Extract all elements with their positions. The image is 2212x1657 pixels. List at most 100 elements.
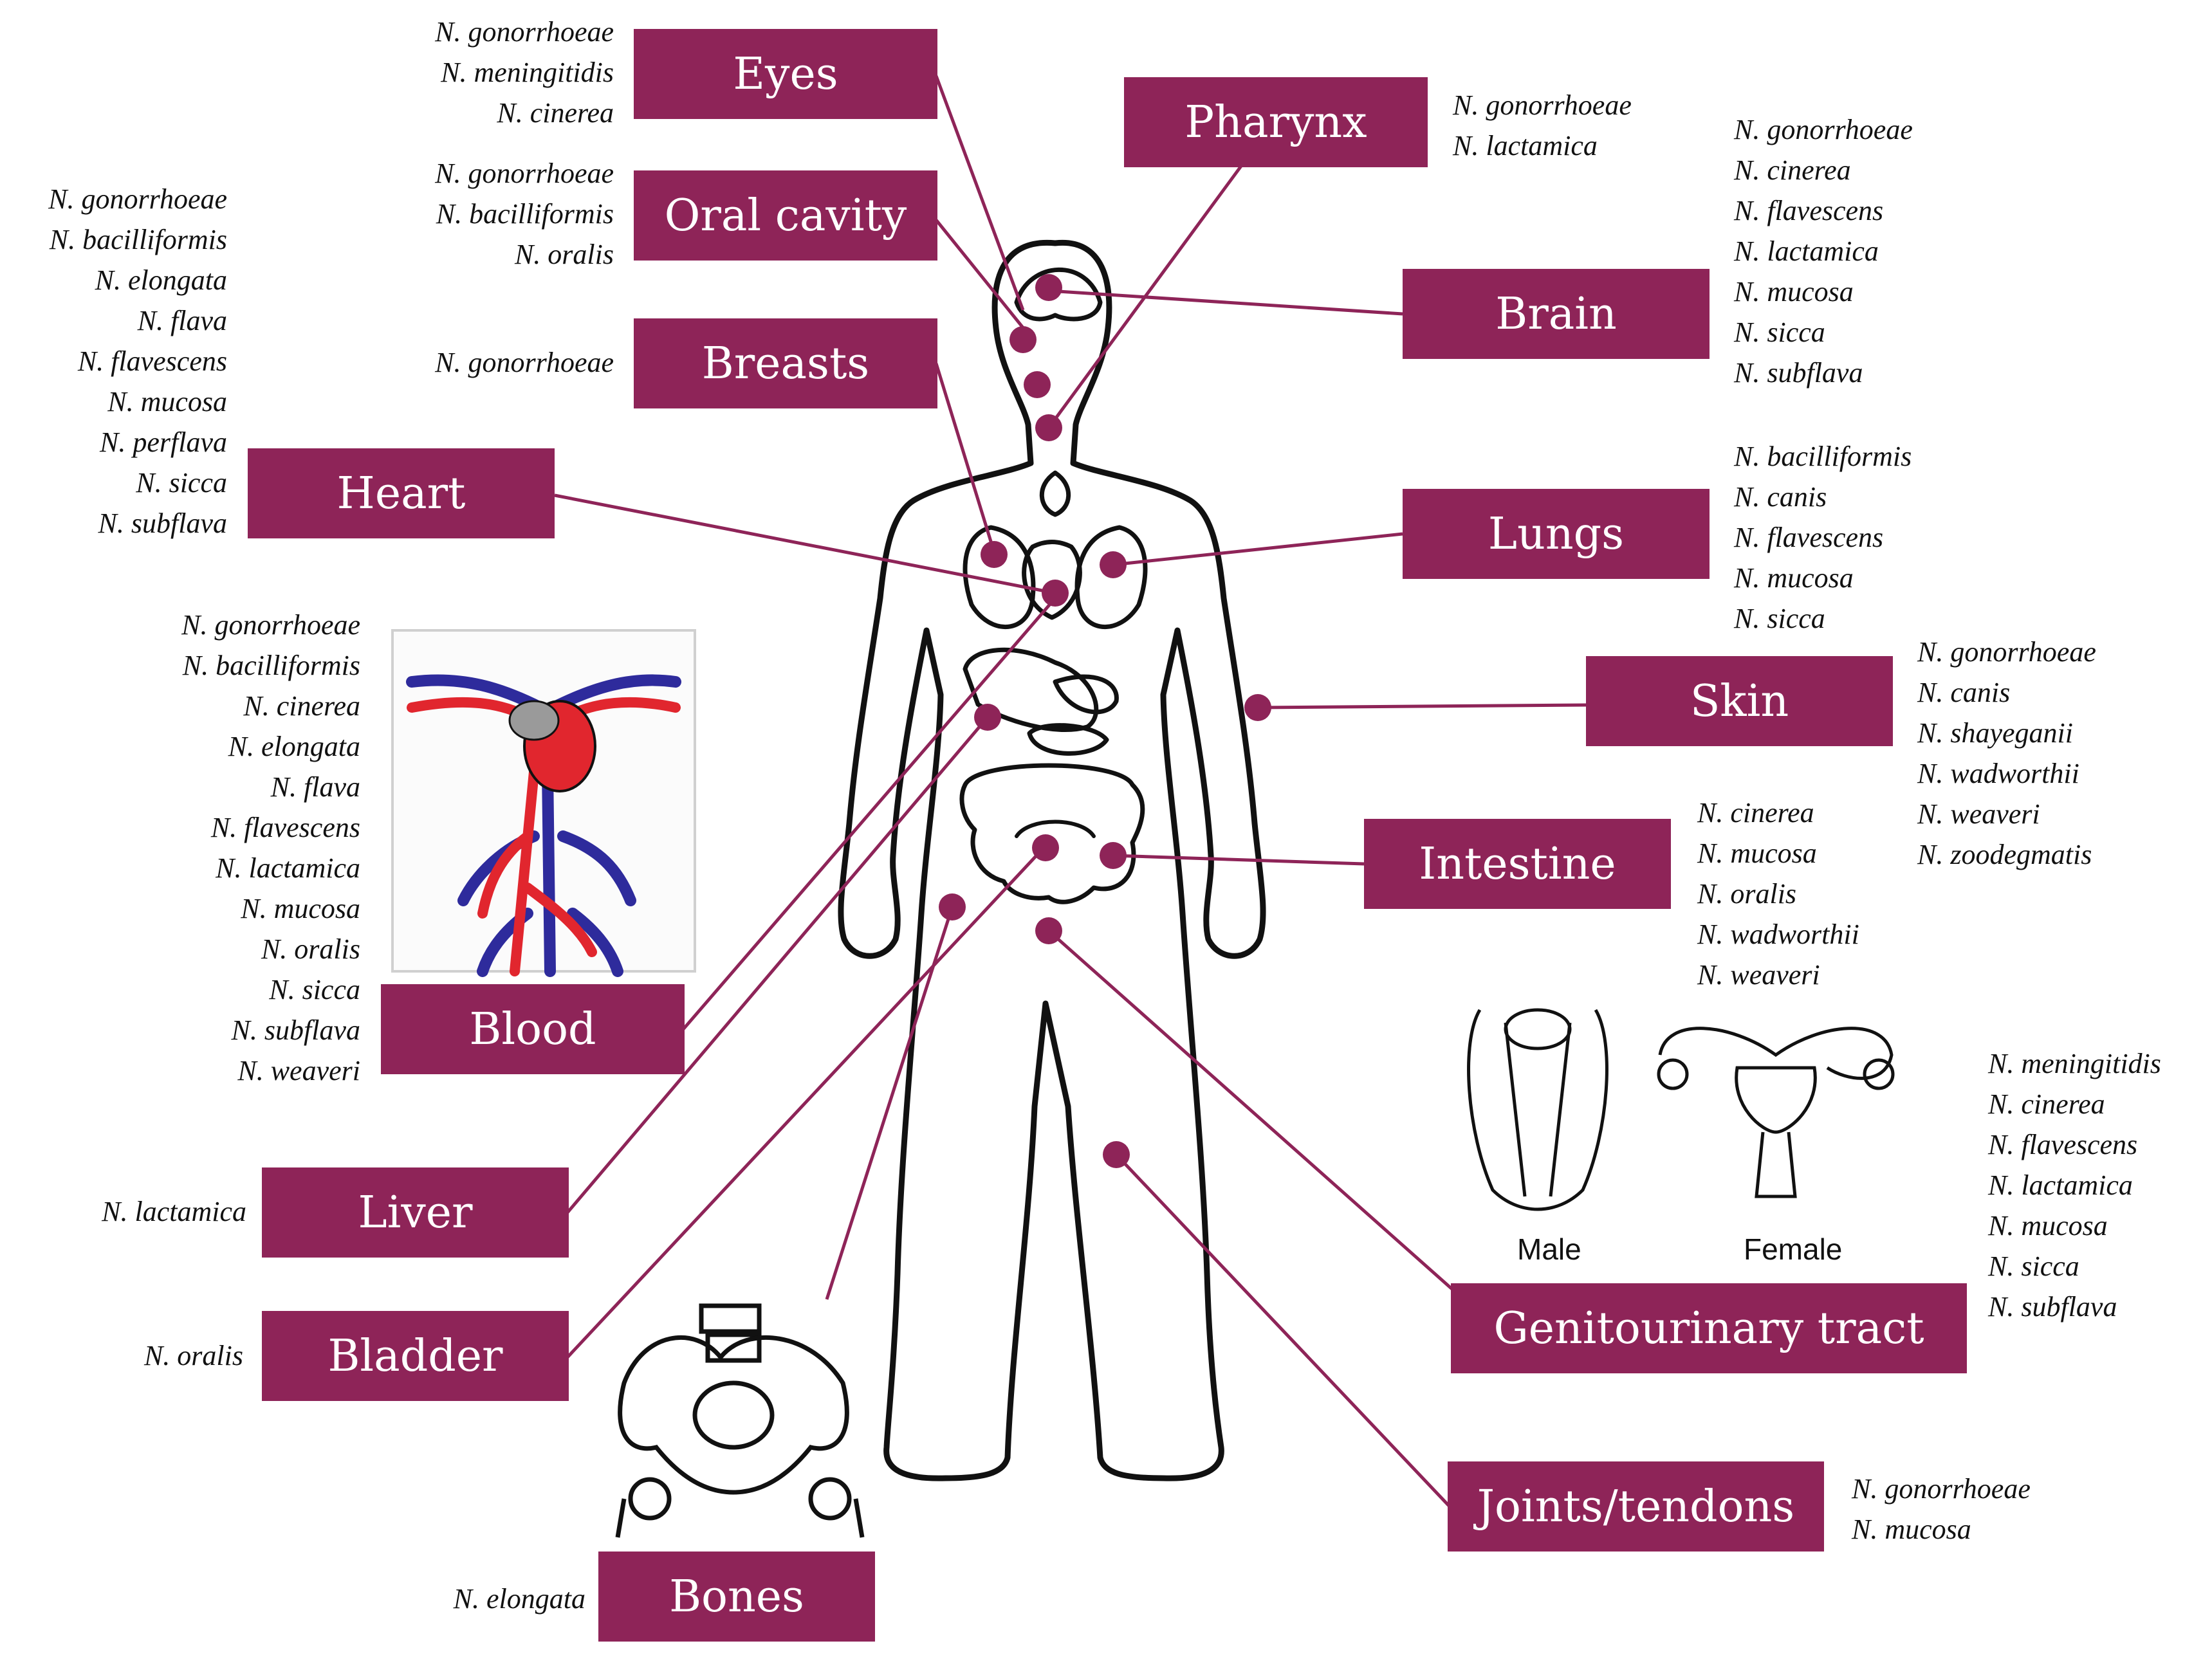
species-name: N. subflava xyxy=(1734,357,1863,389)
species-name: N. flavescens xyxy=(210,812,360,843)
species-name: N. weaveri xyxy=(1917,798,2040,830)
species-list-liver: N. lactamica xyxy=(102,1191,246,1232)
species-name: N. gonorrhoeae xyxy=(1453,89,1632,121)
species-name: N. gonorrhoeae xyxy=(435,347,614,378)
species-name: N. mucosa xyxy=(1988,1210,2108,1241)
species-name: N. lactamica xyxy=(216,852,360,884)
species-name: N. mucosa xyxy=(241,893,360,924)
species-name: N. zoodegmatis xyxy=(1917,839,2092,870)
species-name: N. gonorrhoeae xyxy=(48,183,227,215)
species-name: N. mucosa xyxy=(107,386,227,417)
species-name: N. bacilliformis xyxy=(436,198,614,230)
circulatory-illustration xyxy=(391,629,696,977)
species-name: N. wadworthii xyxy=(1697,919,1859,950)
species-list-genitourinary: N. meningitidis N. cinerea N. flavescens… xyxy=(1988,1043,2161,1327)
site-label-eyes: Eyes xyxy=(634,29,937,119)
site-label-breasts: Breasts xyxy=(634,318,937,408)
species-list-pharynx: N. gonorrhoeae N. lactamica xyxy=(1453,85,1632,166)
species-name: N. flavescens xyxy=(1988,1129,2138,1160)
species-list-oral-cavity: N. gonorrhoeae N. bacilliformis N. orali… xyxy=(435,153,614,275)
species-name: N. gonorrhoeae xyxy=(181,609,360,641)
site-label-joints-tendons: Joints/tendons xyxy=(1448,1461,1824,1552)
species-name: N. gonorrhoeae xyxy=(1734,114,1913,145)
species-name: N. elongata xyxy=(95,264,227,296)
species-name: N. wadworthii xyxy=(1917,758,2079,789)
body-outline xyxy=(838,239,1266,1481)
species-name: N. bacilliformis xyxy=(182,650,360,681)
species-name: N. oralis xyxy=(261,933,360,965)
species-name: N. flavescens xyxy=(1734,522,1884,553)
species-name: N. bacilliformis xyxy=(1734,441,1912,472)
species-name: N. gonorrhoeae xyxy=(435,158,614,189)
site-label-genitourinary-tract: Genitourinary tract xyxy=(1451,1283,1967,1373)
site-label-intestine: Intestine xyxy=(1364,819,1671,909)
species-name: N. mucosa xyxy=(1734,562,1854,594)
species-name: N. sicca xyxy=(1734,603,1825,634)
species-name: N. oralis xyxy=(514,239,614,270)
species-name: N. oralis xyxy=(143,1340,243,1371)
species-list-joints: N. gonorrhoeae N. mucosa xyxy=(1852,1469,2031,1550)
female-reproductive-illustration xyxy=(1657,1027,1895,1198)
species-name: N. lactamica xyxy=(1734,235,1879,267)
site-label-skin: Skin xyxy=(1586,656,1893,746)
species-name: N. meningitidis xyxy=(441,57,614,88)
site-label-heart: Heart xyxy=(248,448,555,538)
species-list-lungs: N. bacilliformis N. canis N. flavescens … xyxy=(1734,436,1912,639)
site-label-oral-cavity: Oral cavity xyxy=(634,170,937,261)
species-name: N. flavescens xyxy=(77,345,227,377)
species-name: N. subflava xyxy=(1988,1291,2117,1323)
species-name: N. sicca xyxy=(1988,1250,2079,1282)
species-name: N. flavescens xyxy=(1734,195,1884,226)
species-name: N. lactamica xyxy=(1453,130,1598,161)
species-list-bladder: N. oralis xyxy=(144,1335,243,1376)
species-name: N. gonorrhoeae xyxy=(435,16,614,48)
species-name: N. sicca xyxy=(1734,316,1825,348)
species-name: N. mucosa xyxy=(1852,1514,1971,1545)
male-label: Male xyxy=(1517,1232,1581,1266)
species-name: N. cinerea xyxy=(243,690,360,722)
species-name: N. weaveri xyxy=(237,1055,360,1086)
species-name: N. subflava xyxy=(231,1014,360,1046)
species-list-blood: N. gonorrhoeae N. bacilliformis N. ciner… xyxy=(181,605,360,1091)
species-name: N. sicca xyxy=(136,467,227,499)
species-name: N. gonorrhoeae xyxy=(1852,1473,2031,1505)
species-name: N. elongata xyxy=(453,1583,585,1615)
species-list-breasts: N. gonorrhoeae xyxy=(435,342,614,383)
species-name: N. sicca xyxy=(269,974,360,1005)
species-name: N. canis xyxy=(1734,481,1827,513)
species-name: N. cinerea xyxy=(1697,797,1814,828)
species-list-bones: N. elongata xyxy=(454,1579,585,1619)
site-label-liver: Liver xyxy=(262,1167,569,1258)
species-name: N. lactamica xyxy=(1988,1169,2133,1201)
species-name: N. shayeganii xyxy=(1917,717,2073,749)
female-label: Female xyxy=(1744,1232,1843,1266)
site-label-bladder: Bladder xyxy=(262,1311,569,1401)
species-name: N. cinerea xyxy=(1734,154,1851,186)
pelvis-illustration xyxy=(615,1303,865,1538)
site-label-bones: Bones xyxy=(598,1552,875,1642)
species-name: N. meningitidis xyxy=(1988,1048,2161,1079)
connector-lines xyxy=(554,75,1587,1508)
site-label-brain: Brain xyxy=(1403,269,1710,359)
site-markers xyxy=(939,274,1271,1168)
species-list-skin: N. gonorrhoeae N. canis N. shayeganii N.… xyxy=(1917,632,2096,875)
site-label-lungs: Lungs xyxy=(1403,489,1710,579)
site-label-blood: Blood xyxy=(381,984,685,1074)
male-reproductive-illustration xyxy=(1467,1008,1608,1211)
species-name: N. cinerea xyxy=(497,97,614,129)
species-list-intestine: N. cinerea N. mucosa N. oralis N. wadwor… xyxy=(1697,792,1859,995)
species-name: N. lactamica xyxy=(102,1196,246,1227)
species-name: N. gonorrhoeae xyxy=(1917,636,2096,668)
species-name: N. flava xyxy=(137,305,227,336)
species-name: N. elongata xyxy=(228,731,360,762)
species-name: N. bacilliformis xyxy=(49,224,227,255)
species-name: N. subflava xyxy=(98,508,227,539)
species-name: N. oralis xyxy=(1697,878,1797,910)
species-name: N. cinerea xyxy=(1988,1088,2105,1120)
species-name: N. perflava xyxy=(100,426,227,458)
species-list-heart: N. gonorrhoeae N. bacilliformis N. elong… xyxy=(48,179,227,544)
species-name: N. mucosa xyxy=(1697,838,1817,869)
species-list-brain: N. gonorrhoeae N. cinerea N. flavescens … xyxy=(1734,109,1913,393)
